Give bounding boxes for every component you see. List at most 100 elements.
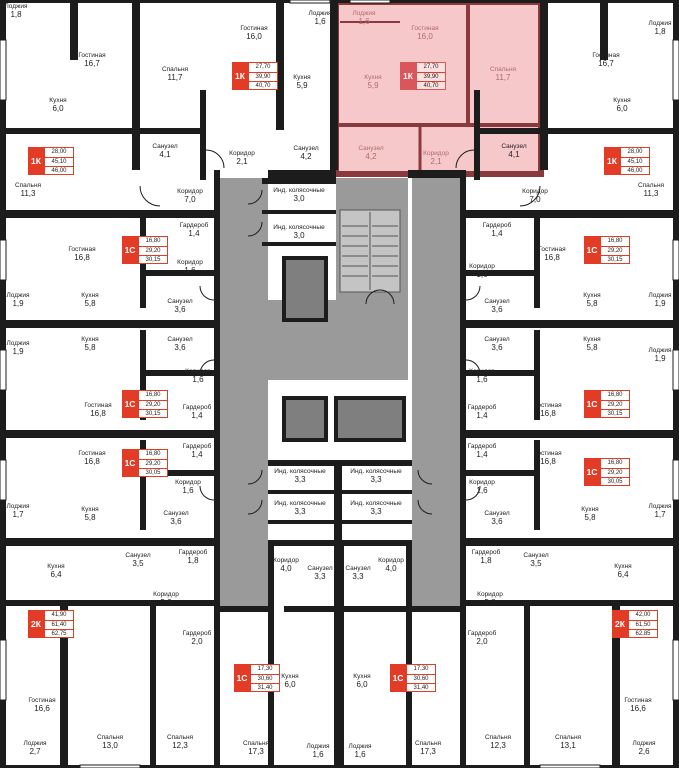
elevator-shafts [282, 256, 406, 442]
stairwell [339, 209, 401, 293]
door-swings [139, 149, 541, 515]
common-corridor [220, 178, 460, 606]
